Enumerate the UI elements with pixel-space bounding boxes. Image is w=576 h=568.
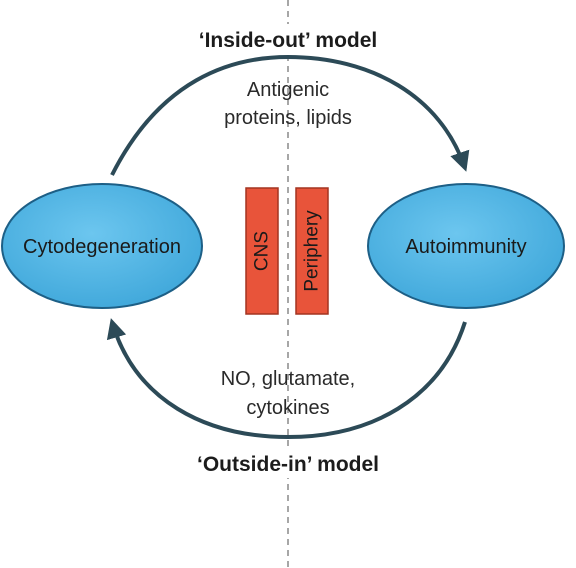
inside-out-title: ‘Inside-out’ model (199, 29, 378, 52)
autoimmunity-node (367, 183, 565, 309)
top-title-background (160, 24, 418, 54)
bottom-label-line2: cytokines (246, 397, 329, 419)
autoimmunity-label: Autoimmunity (405, 236, 526, 258)
outside-in-title: ‘Outside-in’ model (197, 453, 379, 476)
cytodegeneration-label: Cytodegeneration (23, 236, 181, 258)
periphery-box (295, 187, 329, 315)
cns-box (245, 187, 279, 315)
periphery-label: Periphery (302, 210, 323, 292)
top-label-line1: Antigenic (247, 79, 329, 101)
cytodegeneration-node (1, 183, 203, 309)
top-arrow (110, 54, 470, 176)
cns-label: CNS (252, 231, 273, 271)
bottom-arrow (106, 318, 467, 440)
bottom-label-line1: NO, glutamate, (221, 368, 356, 390)
bottom-title-background (160, 448, 418, 478)
top-label-line2: proteins, lipids (224, 107, 352, 129)
